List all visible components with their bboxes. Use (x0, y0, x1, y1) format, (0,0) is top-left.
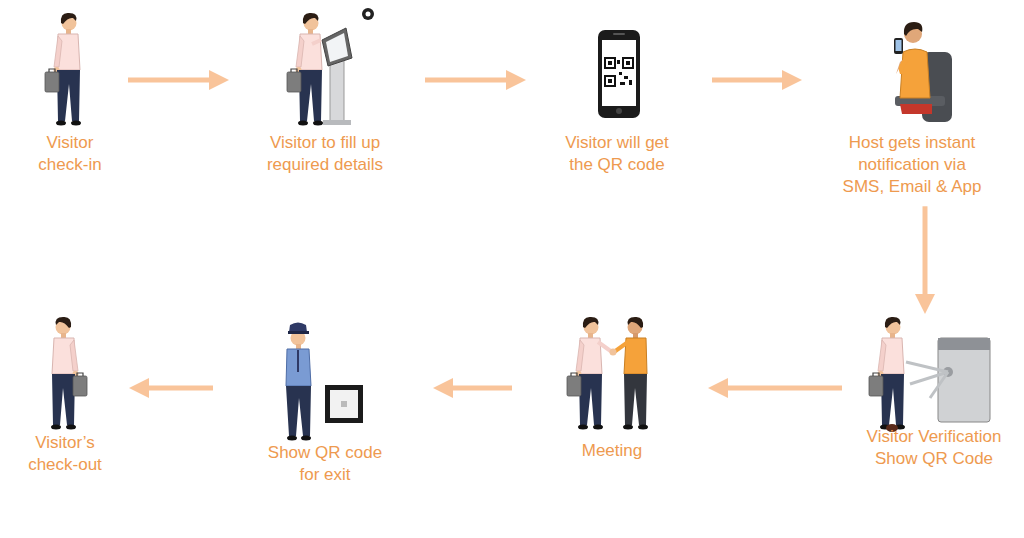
handshake-figure (567, 317, 648, 430)
flow-arrow (923, 206, 928, 294)
flow-arrow (128, 78, 209, 83)
flow-arrow (728, 386, 842, 391)
process-step: Show QR code for exit (221, 318, 429, 486)
turnstile-figure (869, 317, 990, 432)
kiosk-figure (287, 8, 374, 126)
step-label: Meeting (537, 440, 687, 462)
visitor-figure (51, 317, 87, 430)
process-step: Visitor to fill up required details (233, 10, 417, 176)
visitor-figure (45, 13, 81, 126)
phone-qr (598, 30, 640, 118)
step-label: Visitor Verification Show QR Code (853, 426, 1015, 470)
flow-arrow (149, 386, 213, 391)
step-label: Host gets instant notification via SMS, … (837, 132, 987, 198)
process-step: Visitor Verification Show QR Code (850, 318, 1018, 470)
step-label: Visitor check-in (28, 132, 112, 176)
step-label: Visitor’s check-out (15, 432, 115, 476)
step-label: Visitor will get the QR code (552, 132, 682, 176)
process-step: Visitor will get the QR code (530, 10, 704, 176)
flow-arrow (425, 78, 506, 83)
process-step: Host gets instant notification via SMS, … (806, 10, 1018, 198)
process-step: Meeting (520, 318, 704, 462)
step-label: Show QR code for exit (260, 442, 390, 486)
process-step: Visitor’s check-out (5, 318, 125, 476)
guard-figure (286, 323, 363, 441)
flow-arrow (712, 78, 782, 83)
host-figure (894, 22, 952, 122)
process-step: Visitor check-in (20, 10, 120, 176)
step-label: Visitor to fill up required details (250, 132, 400, 176)
flow-arrow (453, 386, 512, 391)
